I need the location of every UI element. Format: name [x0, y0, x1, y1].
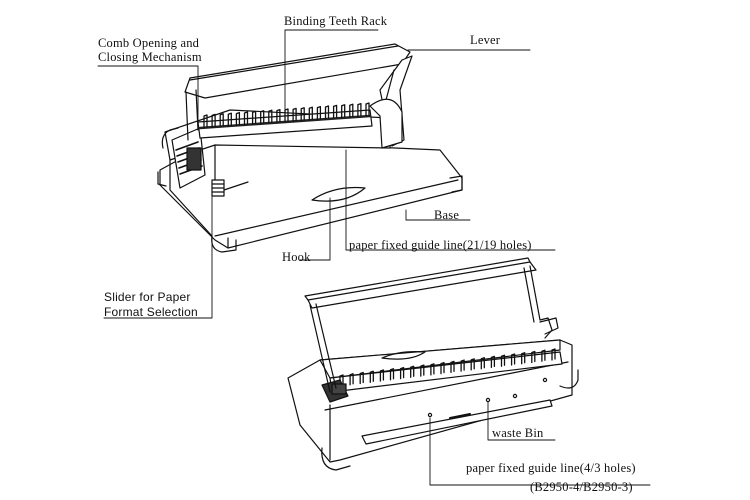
- bottom-machine-hook-slot: [381, 351, 426, 360]
- comb-tooth: [420, 364, 425, 377]
- comb-tooth: [379, 369, 385, 382]
- comb-tooth: [510, 353, 516, 366]
- label-comb-mechanism-line2: Closing Mechanism: [98, 50, 202, 64]
- label-lever: Lever: [470, 33, 501, 47]
- slider-knob-drawing: [211, 179, 249, 197]
- comb-tooth: [276, 108, 281, 124]
- waste-bin-drawing: [361, 399, 553, 445]
- comb-tooth: [399, 366, 405, 380]
- top-machine-foot-right: [449, 175, 463, 193]
- comb-tooth: [292, 107, 297, 123]
- label-slider-line1: Slider for Paper: [104, 290, 191, 304]
- label-binding-teeth-rack: Binding Teeth Rack: [284, 14, 388, 28]
- comb-mechanism-part: [161, 127, 206, 189]
- comb-tooth: [308, 106, 313, 121]
- comb-tooth: [531, 350, 536, 364]
- comb-tooth: [541, 349, 546, 362]
- comb-tooth: [551, 348, 556, 361]
- comb-tooth: [500, 354, 506, 367]
- comb-tooth: [490, 355, 496, 369]
- comb-tooth: [341, 104, 346, 119]
- comb-tooth: [349, 103, 354, 118]
- label-slider-line2: Format Selection: [104, 305, 198, 319]
- comb-tooth: [203, 114, 208, 129]
- label-paper-guide-top: paper fixed guide line(21/19 holes): [349, 238, 532, 252]
- comb-tooth: [357, 102, 362, 118]
- label-base: Base: [434, 208, 460, 222]
- top-machine-foot-left: [157, 171, 167, 187]
- comb-tooth: [332, 104, 338, 120]
- label-model-numbers: (B2950-4/B2950-3): [530, 480, 633, 494]
- comb-tooth: [389, 368, 395, 381]
- comb-tooth: [460, 359, 465, 372]
- comb-tooth: [251, 110, 257, 126]
- bottom-binding-machine: [287, 257, 579, 471]
- bottom-machine-foot-right: [559, 369, 579, 389]
- comb-tooth: [235, 111, 241, 127]
- top-machine-end-cap: [369, 98, 403, 149]
- comb-tooth: [316, 105, 322, 121]
- comb-tooth: [365, 102, 370, 117]
- top-binding-machine: [157, 43, 463, 253]
- comb-tooth: [243, 111, 249, 126]
- comb-tooth: [440, 361, 445, 375]
- comb-tooth: [219, 113, 224, 128]
- comb-tooth: [470, 358, 475, 371]
- comb-tooth: [480, 357, 485, 370]
- comb-tooth: [369, 370, 374, 383]
- comb-tooth: [450, 360, 455, 374]
- comb-tooth: [410, 365, 415, 378]
- comb-tooth: [260, 110, 265, 125]
- comb-tooth: [211, 113, 216, 129]
- bottom-lever-drawing: [304, 257, 559, 393]
- comb-tooth: [300, 107, 305, 122]
- label-waste-bin: waste Bin: [492, 426, 544, 440]
- top-machine-base: [159, 139, 463, 249]
- comb-tooth: [521, 352, 526, 365]
- label-paper-guide-bottom: paper fixed guide line(4/3 holes): [466, 461, 636, 475]
- comb-tooth: [430, 363, 435, 376]
- comb-tooth: [227, 112, 232, 127]
- binding-teeth-rack-drawing: [197, 102, 373, 139]
- label-comb-mechanism-line1: Comb Opening and: [98, 36, 200, 50]
- label-hook: Hook: [282, 250, 311, 264]
- bottom-machine-foot-left: [321, 447, 351, 471]
- comb-tooth: [324, 105, 330, 120]
- comb-tooth: [349, 373, 354, 386]
- leader-lines: [97, 29, 651, 486]
- comb-tooth: [359, 371, 364, 385]
- comb-tooth: [268, 109, 273, 124]
